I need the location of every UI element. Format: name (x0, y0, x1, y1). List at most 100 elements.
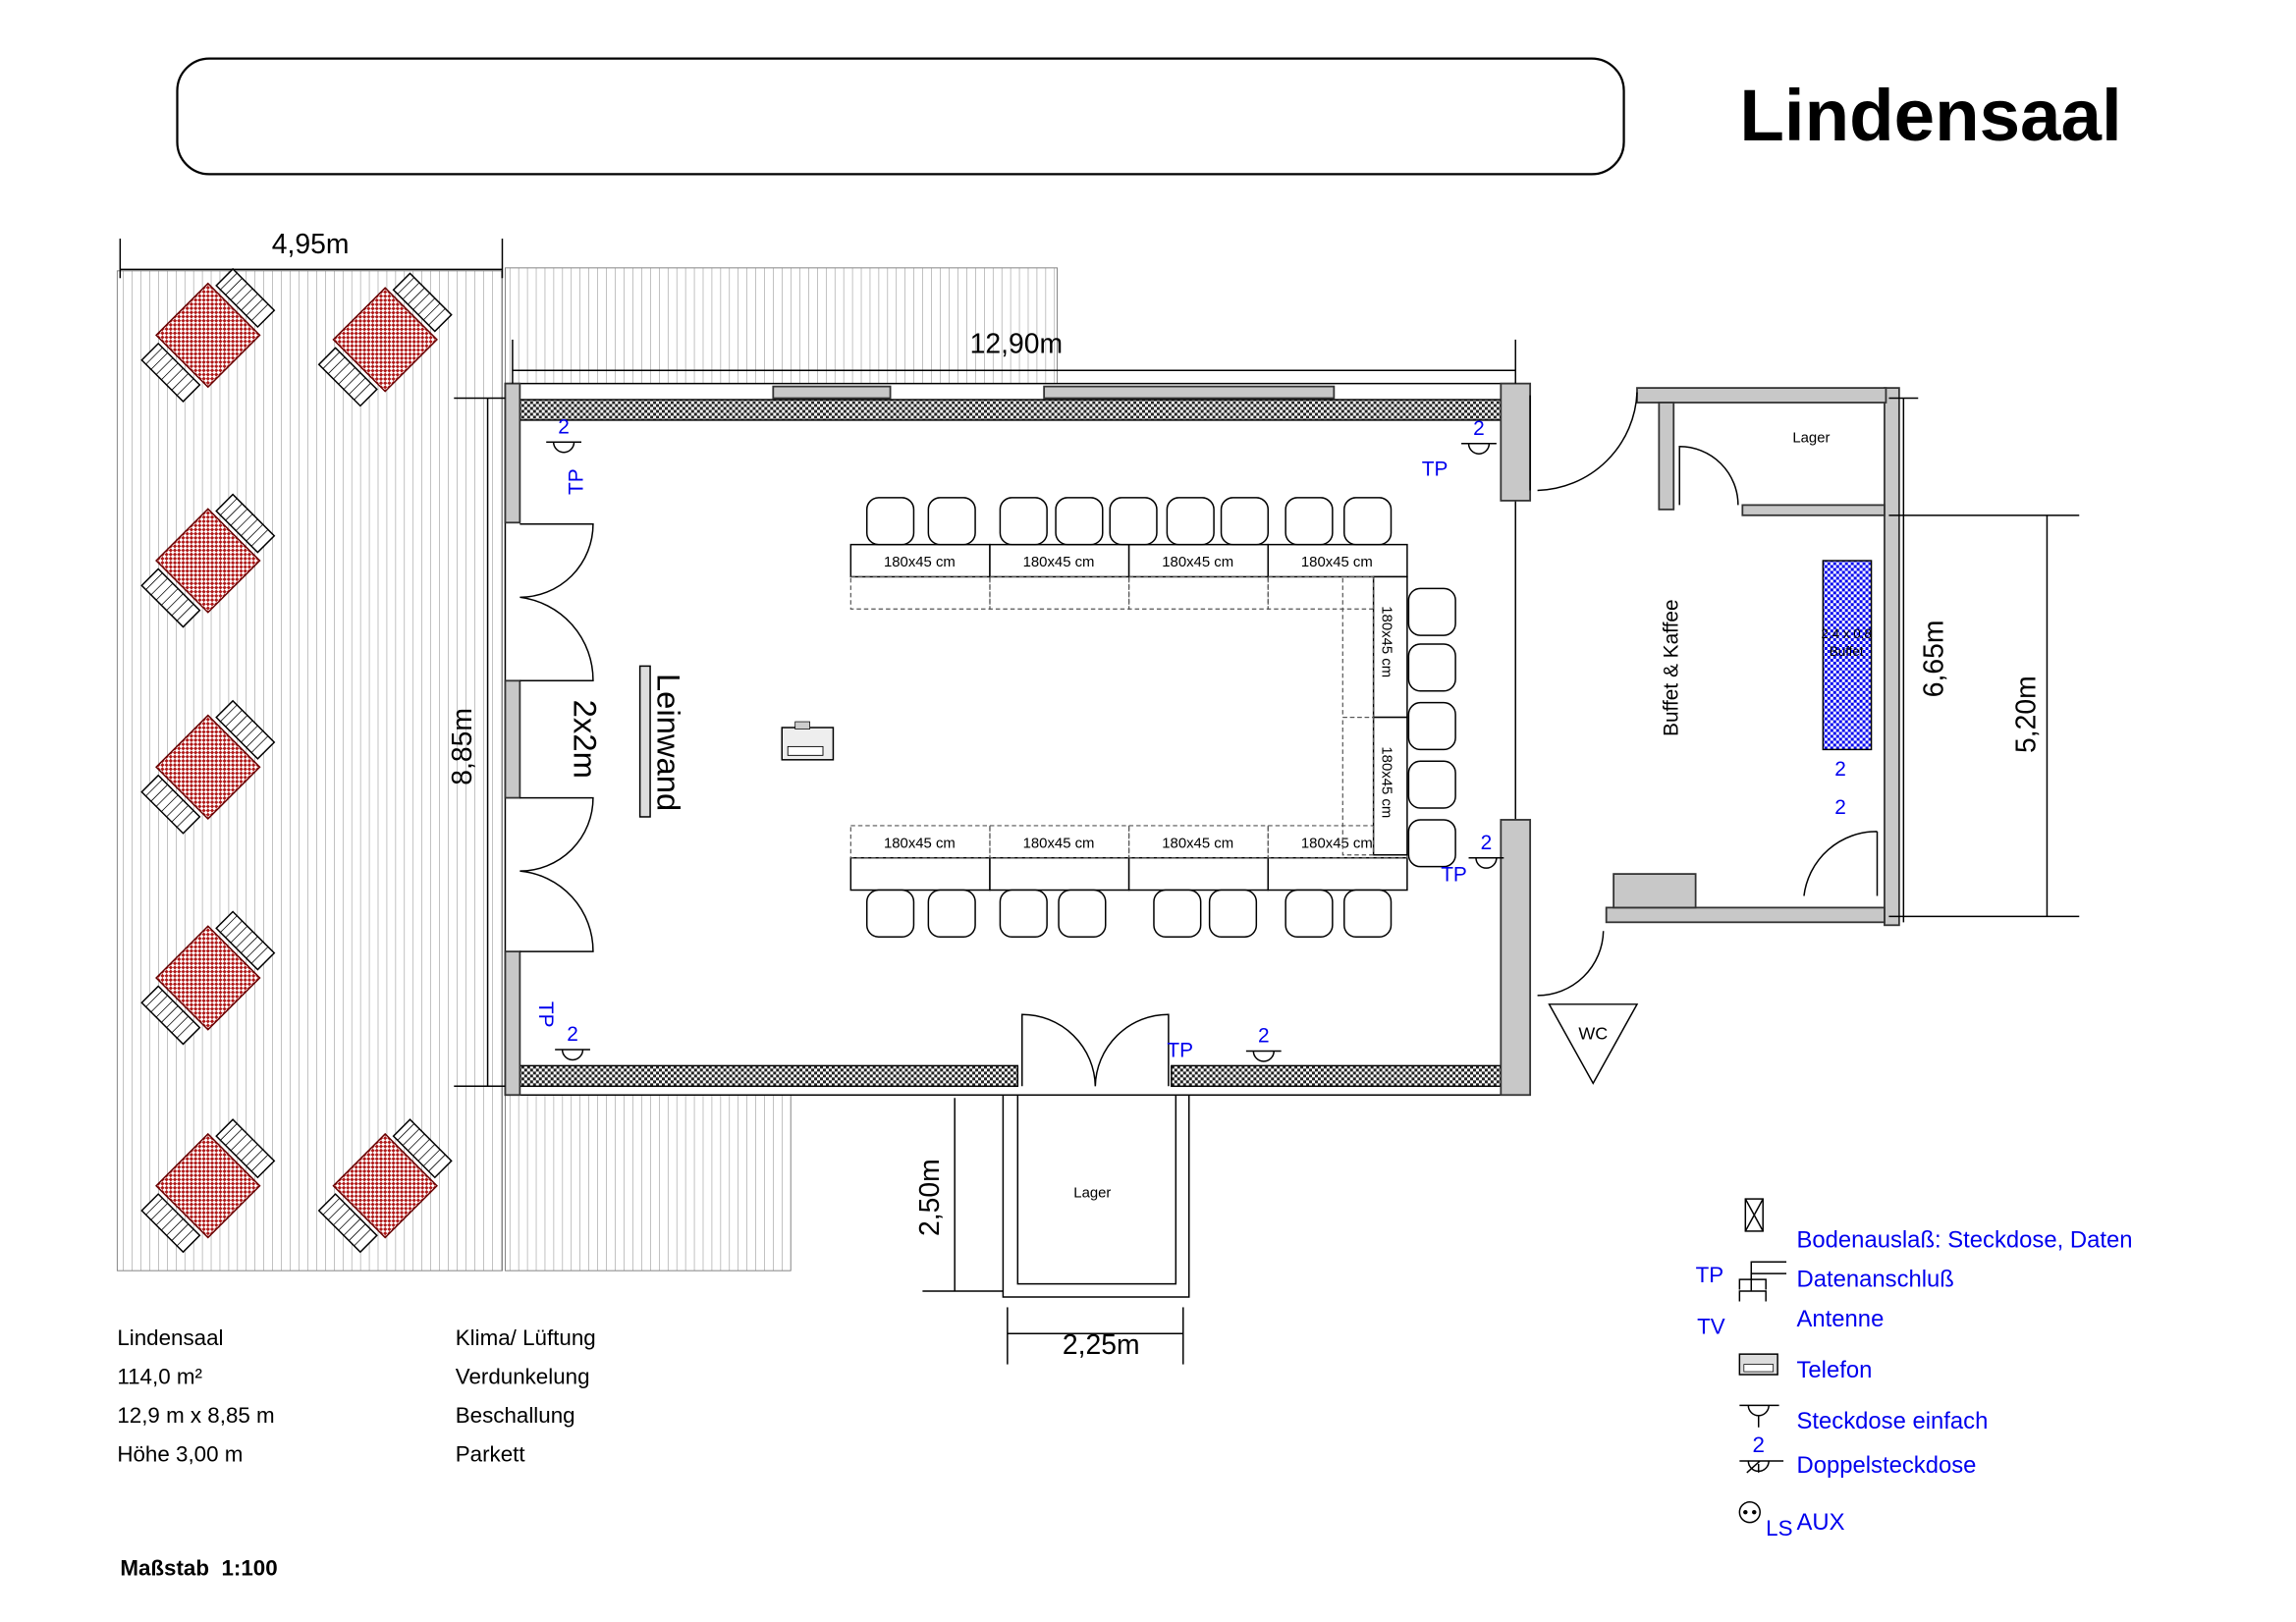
conference-table (1127, 856, 1270, 892)
table-label: 180x45 cm (1379, 606, 1394, 677)
chair (1343, 889, 1393, 938)
conference-table (849, 856, 991, 892)
outdoor-table (155, 714, 261, 821)
wall-left-top (504, 382, 521, 524)
outdoor-table (155, 508, 261, 614)
projection-screen (638, 665, 651, 818)
table-label: 180x45 cm (1379, 746, 1394, 818)
legend-label: Datenanschluß (1797, 1267, 1954, 1293)
double-socket-icon: 2 (1245, 1025, 1282, 1062)
wall-left-bottom (504, 950, 521, 1097)
counter (1613, 873, 1697, 909)
dim-room-length: 12,90m (970, 328, 1063, 359)
buffet-wall (1884, 387, 1900, 927)
chair (865, 497, 915, 546)
chair (1407, 819, 1456, 868)
legend: Bodenauslaß: Steckdose, DatenDatenanschl… (1696, 1198, 2132, 1541)
outdoor-table (155, 925, 261, 1031)
chair (1220, 497, 1270, 546)
legend-label: Doppelsteckdose (1797, 1452, 1977, 1479)
chair (927, 497, 976, 546)
info-right-item: Klima/ Lüftung (456, 1325, 596, 1350)
legend-item: Steckdose einfach (1739, 1404, 1988, 1434)
window (772, 385, 892, 400)
wc-label: WC (1578, 1024, 1608, 1044)
double-socket-icon: 2 (1468, 832, 1504, 869)
door-left-upper (519, 523, 594, 682)
info-right-item: Beschallung (456, 1403, 575, 1428)
info-left-item: 114,0 m² (117, 1365, 202, 1389)
outdoor-table (155, 282, 261, 389)
table-label: 180x45 cm (1162, 836, 1233, 851)
legend-label: Telefon (1797, 1357, 1873, 1383)
socket-count: 2 (1481, 832, 1493, 854)
socket-count: 2 (1473, 417, 1485, 440)
conference-table (1267, 543, 1408, 578)
buffet-bottom-wall (1605, 906, 1886, 924)
table-label: 180x45 cm (1023, 836, 1095, 851)
wall-right-lower (1500, 819, 1532, 1097)
wall-left-mid (504, 679, 521, 799)
socket-count: 2 (1834, 758, 1846, 781)
window (1043, 385, 1336, 400)
data-port-icon (1738, 1261, 1787, 1290)
storage-bottom-label: Lager (1073, 1186, 1111, 1202)
lager-door (1678, 446, 1739, 506)
antenna-icon (1738, 1272, 1787, 1302)
lager-bottom-wall (1741, 504, 1886, 516)
dim-terrace-width: 4,95m (272, 229, 350, 260)
legend-label: AUX (1797, 1509, 1845, 1536)
data-port-label: TP (1441, 864, 1467, 887)
storage-bottom (1002, 1095, 1190, 1298)
conference-table (989, 856, 1130, 892)
buffet-table-label: Buffet (1830, 644, 1864, 659)
door-bottom (1021, 1013, 1170, 1087)
dim-storage-width: 2,25m (1063, 1329, 1140, 1361)
telephone-icon (1738, 1353, 1778, 1376)
table-label: 180x45 cm (1023, 555, 1095, 570)
legend-prefix: TV (1697, 1314, 1725, 1338)
chair (1109, 497, 1158, 546)
optional-table (1341, 716, 1375, 856)
table-label: 180x45 cm (884, 555, 956, 570)
terrace-bottom (505, 1094, 792, 1271)
buffet-label: Buffet & Kaffee (1661, 599, 1683, 736)
chair (999, 889, 1048, 938)
double-socket-icon: 2 (555, 1023, 590, 1061)
floor-outlet-icon (1744, 1198, 1764, 1232)
chair (999, 497, 1048, 546)
socket-count: 2 (567, 1023, 578, 1046)
outdoor-table (155, 1132, 261, 1239)
info-left-item: 12,9 m x 8,85 m (117, 1403, 274, 1428)
wall-top (519, 399, 1503, 421)
data-port-label: TP (534, 1001, 557, 1028)
chair (1343, 497, 1393, 546)
outdoor-table-set (317, 272, 453, 407)
chair (1407, 587, 1456, 636)
legend-item: Bodenauslaß: Steckdose, Daten (1744, 1198, 2132, 1253)
chair (1055, 497, 1104, 546)
page-title: Lindensaal (1739, 75, 2121, 156)
socket-count: 2 (1258, 1025, 1270, 1048)
table-label: 180x45 cm (1162, 555, 1233, 570)
chair (1166, 497, 1215, 546)
table-label: 180x45 cm (1301, 836, 1373, 851)
outdoor-table (332, 287, 438, 393)
table-label: 180x45 cm (1301, 555, 1373, 570)
outdoor-table (332, 1132, 438, 1239)
chair (865, 889, 915, 938)
socket-count: 2 (1834, 796, 1846, 819)
double-socket-icon (1739, 1460, 1784, 1474)
buffet-side-door (1803, 831, 1879, 896)
dimension-lines (119, 239, 2080, 1365)
data-port-label: TP (1167, 1039, 1193, 1061)
outdoor-table-set (140, 699, 276, 835)
storage-top-label: Lager (1792, 430, 1830, 446)
dim-buffet-inner: 5,20m (2011, 676, 2043, 753)
info-left-item: Höhe 3,00 m (117, 1442, 243, 1467)
lager-left-wall (1658, 402, 1675, 511)
chair (1058, 889, 1107, 938)
